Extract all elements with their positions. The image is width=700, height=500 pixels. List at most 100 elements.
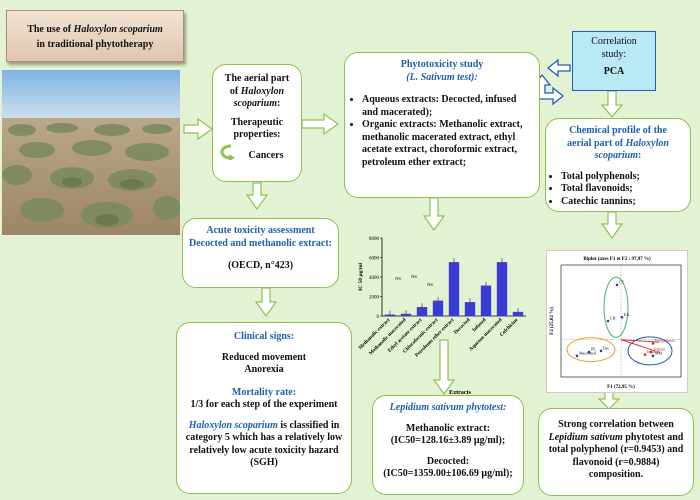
bar-hatch [512, 311, 524, 317]
pca-line3: PCA [603, 66, 625, 77]
biplot-point [649, 350, 653, 354]
haloxylon-landscape-photo [2, 70, 180, 235]
chem-item-tannins: Catechic tannins; [561, 196, 684, 209]
scroll-line1: The use of [27, 24, 72, 35]
bar [384, 314, 396, 317]
biplot-point-label: EA [624, 312, 629, 317]
category-label: Decocted [453, 317, 472, 336]
strong-text2: phytotest and total polyphenol (r=0.9453… [548, 431, 684, 481]
acute-title: Acute toxicity assessment Decocted and m… [189, 225, 333, 249]
chem-title2: aerial part of [567, 137, 624, 149]
biplot-y-label: F2 (25,02 %) [550, 307, 555, 335]
biplot-point [651, 342, 655, 345]
chemical-profile-box: Chemical profile of the aerial part of H… [545, 118, 691, 212]
bar [464, 302, 476, 317]
biplot-x-label: F1 (72,95 %) [607, 385, 635, 390]
biplot-point-label: Macerated [579, 350, 596, 355]
biplot-point-label: Tannins [653, 347, 666, 352]
pca-line2: study: [601, 48, 627, 60]
biplot-point-label: CH [610, 316, 616, 321]
pca-line1: Correlation [591, 36, 637, 47]
biplot-point-label: Infused [647, 349, 659, 354]
pca-biplot: Biplot (axes F1 et F2 : 97,97 %) CT EA CH Po… [550, 257, 682, 390]
y-axis-label: IC 50 µg/ml [358, 263, 364, 291]
clinical-title: Clinical signs: [233, 331, 295, 342]
biplot-point [620, 315, 624, 319]
cancers-label: Cancers [248, 149, 284, 161]
mortality-value: 1/3 for each step of the experiment [190, 399, 338, 410]
sign-anorexia: Anorexia [244, 364, 284, 375]
chem-item-polyphenols: Total polyphenols; [561, 171, 684, 184]
decocted-ic50: (IC50=1359.00±106.69 µg/ml); [383, 468, 513, 479]
y-tick-label: 2000 [369, 296, 380, 301]
chem-item-flavonoids: Total flavonoids; [561, 183, 684, 196]
bar [512, 311, 524, 317]
aerial-species-genus: Haloxylon [240, 85, 285, 97]
bar [432, 300, 444, 317]
curved-arrow-icon [220, 144, 235, 160]
biplot-frame: Biplot (axes F1 et F2 : 97,97 %) CT EA CH Po… [546, 250, 688, 393]
bar [496, 262, 508, 317]
biplot-point [587, 350, 591, 354]
strong-text1: Strong correlation between [558, 419, 674, 430]
decocted-label: Decocted: [426, 455, 470, 467]
scroll-species: Haloxylon scoparium [73, 24, 163, 35]
y-tick-label: 8000 [369, 237, 380, 242]
traditional-use-scroll: The use of Haloxylon scoparium in tradit… [6, 10, 184, 62]
ns-annotation: NS [411, 274, 417, 279]
bar [400, 313, 412, 317]
biplot-point-label: Dec [603, 345, 610, 350]
x-axis-label: Extracts [449, 390, 471, 396]
therapeutic-properties: Therapeutic properties: [230, 116, 284, 141]
bar [480, 285, 492, 317]
methanolic-label: Methanolic extract: [405, 422, 491, 434]
aqueous-extracts: Aqueous extracts: Decocted, infused and … [362, 94, 531, 119]
biplot-point [575, 354, 579, 358]
bar-hatch [464, 302, 476, 317]
loading-arrow-1 [620, 339, 660, 343]
organic-extracts: Organic extracts: Methanolic extract, me… [362, 119, 531, 169]
biplot-point [651, 354, 655, 358]
bar-hatch [432, 300, 444, 317]
biplot-point [606, 319, 610, 323]
biplot-point-label: Polyphenols [655, 338, 675, 343]
biplot-point-label: CT [619, 279, 625, 284]
mortality-title: Mortality rate: [231, 386, 297, 398]
aerial-colon: : [277, 98, 281, 109]
scroll-line2: in traditional phytotherapy [36, 38, 154, 50]
y-tick-label: 0 [377, 315, 380, 320]
ns-annotation: NS [427, 282, 433, 287]
clinical-signs-box: Clinical signs: Reduced movement Anorexi… [176, 322, 352, 494]
group-ellipse-blue [627, 336, 673, 366]
group-ellipse-orange [566, 337, 616, 363]
clinical-species: Haloxylon scoparium [188, 419, 278, 431]
y-tick-label: 4000 [369, 276, 380, 281]
phyto-subtitle: (L. Sativum test): [406, 71, 478, 83]
phyto-title: Phytotoxicity study [400, 59, 484, 70]
aerial-line1: The aerial part [224, 73, 290, 84]
acute-toxicity-box: Acute toxicity assessment Decocted and m… [182, 218, 339, 288]
ns-annotation: NS [395, 276, 401, 281]
lepid-title: Lepidium sativum phytotest: [389, 402, 507, 413]
aerial-species-epithet: scoparium [233, 98, 277, 109]
chem-species: Haloxylon scoparium [594, 137, 669, 162]
biplot-title: Biplot (axes F1 et F2 : 97,97 %) [583, 257, 651, 262]
sign-reduced-movement: Reduced movement [221, 351, 307, 363]
phytotoxicity-box: Phytotoxicity study (L. Sativum test): A… [344, 52, 540, 198]
loading-arrow-2 [620, 339, 656, 352]
biplot-point [599, 349, 603, 353]
biplot-point [615, 283, 619, 287]
bar [416, 307, 428, 317]
aerial-of: of [229, 85, 239, 97]
biplot-point-label: MM [655, 350, 663, 355]
lepidium-box: Lepidium sativum phytotest: Methanolic e… [372, 395, 524, 495]
oecd-label: (OECD, n°423) [227, 260, 294, 271]
chem-colon: : [638, 150, 642, 161]
aerial-part-box: The aerial part of Haloxylon scoparium: … [212, 64, 302, 182]
methanolic-ic50: (IC50=128.16±3.89 µg/ml); [390, 435, 506, 446]
strong-correlation-box: Strong correlation between Lepidium sati… [538, 408, 694, 496]
chem-title1: Chemical profile of the [569, 125, 667, 136]
group-ellipse-green [603, 276, 629, 338]
bar-hatch [416, 307, 428, 317]
